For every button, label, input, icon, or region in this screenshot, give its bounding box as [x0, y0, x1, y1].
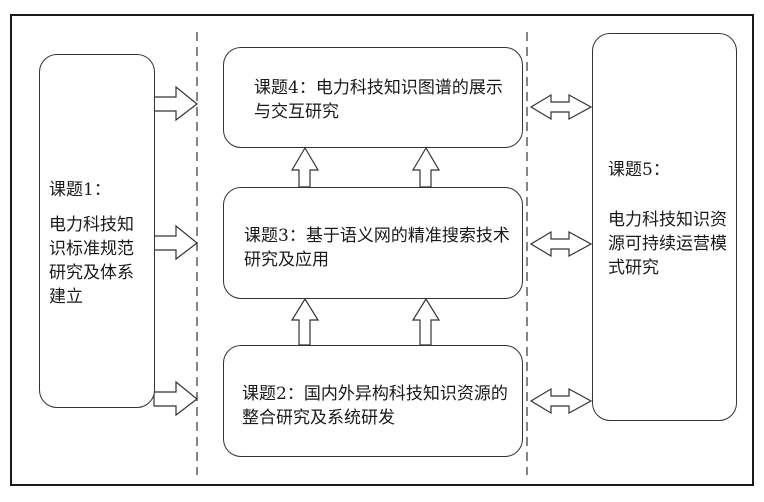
- topic1-box: 课题1： 电力科技知识标准规范研究及体系建立: [39, 54, 155, 408]
- bidirectional-arrow-topic2-topic5: [529, 387, 593, 415]
- arrow-topic2-to-topic3-right: [411, 297, 441, 346]
- topic3-box: 课题3：基于语义网的精准搜索技术研究及应用: [223, 187, 523, 299]
- topic5-box: 课题5： 电力科技知识资源可持续运营模式研究: [592, 33, 737, 421]
- arrow-topic3-to-topic4-left: [290, 146, 320, 188]
- bidirectional-arrow-topic4-topic5: [529, 93, 593, 121]
- topic4-box: 课题4：电力科技知识图谱的展示与交互研究: [223, 47, 523, 148]
- arrow-topic1-to-topic3: [153, 224, 198, 261]
- topic5-title: 电力科技知识资源可持续运营模式研究: [608, 210, 727, 278]
- arrow-topic1-to-topic4: [153, 85, 198, 122]
- diagram-frame: [10, 14, 754, 486]
- topic1-label: 课题1：: [49, 180, 111, 200]
- topic1-title: 电力科技知识标准规范研究及体系建立: [49, 215, 134, 307]
- topic4-text: 课题4：电力科技知识图谱的展示与交互研究: [254, 78, 503, 122]
- topic5-label: 课题5：: [608, 160, 670, 180]
- arrow-topic2-to-topic3-left: [290, 297, 320, 346]
- topic3-text: 课题3：基于语义网的精准搜索技术研究及应用: [244, 226, 510, 270]
- arrow-topic1-to-topic2: [153, 380, 198, 417]
- bidirectional-arrow-topic3-topic5: [529, 230, 593, 258]
- topic2-text: 课题2：国内外异构科技知识资源的整合研究及系统研发: [242, 384, 508, 428]
- topic2-box: 课题2：国内外异构科技知识资源的整合研究及系统研发: [223, 345, 523, 457]
- arrow-topic3-to-topic4-right: [411, 146, 441, 188]
